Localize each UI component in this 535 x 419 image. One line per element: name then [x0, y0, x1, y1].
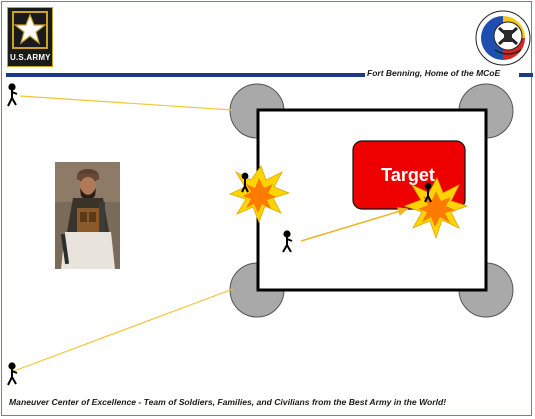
target-label: Target: [381, 165, 435, 185]
header-tagline: Fort Benning, Home of the MCoE: [367, 68, 501, 78]
arrow-icon: [300, 207, 409, 242]
army-logo-text: U.S.ARMY: [10, 53, 51, 63]
fighter-photo: [55, 162, 120, 269]
soldier-figure-icon: [7, 83, 18, 107]
soldier-figure-icon: [424, 182, 432, 203]
sight-line-top: [19, 95, 233, 111]
mcoe-seal-icon: [475, 10, 531, 66]
explosion-icon: [403, 177, 469, 240]
header-rule: [6, 73, 365, 77]
header-rule-right: [519, 73, 533, 77]
sight-line-bottom: [13, 288, 234, 372]
soldier-figure-icon: [7, 362, 18, 386]
soldier-figure-icon: [282, 230, 293, 253]
army-star-icon: [12, 11, 48, 49]
footer-text: Maneuver Center of Excellence - Team of …: [9, 397, 447, 407]
soldier-figure-icon: [241, 172, 249, 193]
us-army-logo: U.S.ARMY: [7, 7, 53, 67]
